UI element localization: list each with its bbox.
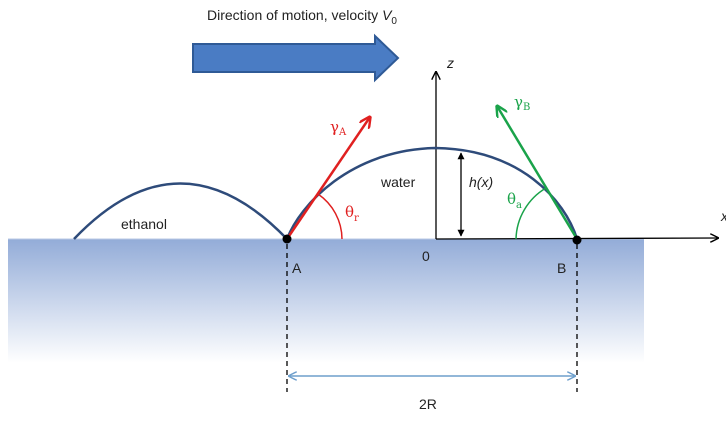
z-axis-label: z [446, 55, 454, 71]
contact-point-a [282, 234, 292, 244]
gamma-b-label: γB [514, 93, 530, 113]
ethanol-droplet-outline [73, 182, 288, 240]
theta-r-label: θr [345, 203, 359, 224]
height-label: h(x) [469, 174, 493, 190]
substrate [8, 239, 644, 363]
gamma-b-arrow [497, 106, 579, 240]
gamma-a-label: γA [330, 118, 347, 138]
gamma-a-arrow [285, 117, 370, 240]
theta-a-label: θa [507, 190, 522, 211]
origin-label: 0 [422, 248, 430, 264]
contact-point-b [572, 235, 582, 245]
point-b-label: B [557, 260, 566, 276]
diagram-title: Direction of motion, velocity V0 [207, 7, 397, 27]
theta-r-arc [317, 193, 343, 240]
motion-arrow-icon [192, 33, 400, 83]
span-label: 2R [419, 396, 437, 412]
theta-a-arc [515, 187, 547, 240]
water-label: water [380, 174, 416, 190]
point-a-label: A [292, 260, 302, 276]
x-axis-label: x [720, 208, 726, 224]
water-droplet-outline [285, 146, 579, 240]
ethanol-label: ethanol [121, 216, 167, 232]
